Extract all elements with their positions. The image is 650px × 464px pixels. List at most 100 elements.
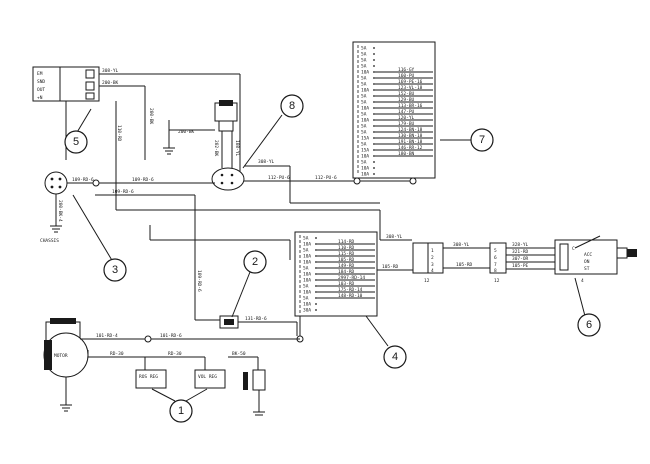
connector8-out-2: 112-PU-6 xyxy=(315,175,337,181)
switch5-wire-1: 200-BK xyxy=(102,80,119,86)
block7-pin-17: 15A xyxy=(361,148,369,154)
block4-pin-5: 5A xyxy=(303,266,309,272)
block7-pin-18: 10A xyxy=(361,154,369,160)
block4-wire-8: 103-RD xyxy=(338,281,355,287)
ground3-wire-0: 109-RD-6 xyxy=(72,177,94,183)
connectors12-in-1: 105-RD xyxy=(382,264,399,270)
block7-wire-13: 179-BU xyxy=(398,121,415,127)
block7-wire-16: 191-BN-18 xyxy=(398,139,423,145)
connector8-out-0: 308-YL xyxy=(258,159,275,165)
block4-wire-10: 148-RD-10 xyxy=(338,293,363,299)
svg-text:5: 5 xyxy=(73,136,79,148)
connector8-wire-v0: 202-BK xyxy=(213,140,219,157)
svg-text:4: 4 xyxy=(392,351,398,363)
block7-pin-15: 15A xyxy=(361,136,369,142)
callout-1: 1 xyxy=(169,399,193,423)
connector12b-pin-3: 8 xyxy=(494,268,497,274)
block7-pin-3: 5A xyxy=(361,64,367,70)
switch6-wire-3: 105-PE xyxy=(512,263,529,269)
fuse-label-1: VOL REG xyxy=(198,374,217,380)
connectors12-in-0: 308-YL xyxy=(386,234,403,240)
switch6-wire-0: 328-YL xyxy=(512,242,529,248)
block7-wire-15: 130-BN-18 xyxy=(398,133,423,139)
connector8-wire-v1: 108-YL xyxy=(234,140,240,157)
block4-pin-4: 10A xyxy=(303,260,311,266)
callout-2: 2 xyxy=(243,250,267,274)
block7-wire-10: 113-BR-16 xyxy=(398,103,423,109)
switch5-wire-0: 308-YL xyxy=(102,68,119,74)
callout-4: 4 xyxy=(383,345,407,369)
block7-pin-16: 5A xyxy=(361,142,367,148)
block4-pin-9: 10A xyxy=(303,290,311,296)
block7-pin-2: 5A xyxy=(361,58,367,64)
motor-label: MOTOR xyxy=(54,353,68,359)
connector12b-pin-1: 6 xyxy=(494,255,497,261)
block7-pin-5: 5A xyxy=(361,76,367,82)
block4-pin-10: 5A xyxy=(303,296,309,302)
ground3-chassis-label: CHASSIS xyxy=(40,238,59,244)
block4-wire-1: 114-RD xyxy=(338,239,355,245)
block7-pin-10: 10A xyxy=(361,106,369,112)
fuse-label-0: ROS REG xyxy=(139,374,158,380)
ground3-wire-1: 109-RD-6 xyxy=(132,177,154,183)
motor-wire-4: BK-50 xyxy=(232,351,246,357)
connector12a-pin-1: 2 xyxy=(431,255,434,261)
svg-text:8: 8 xyxy=(289,100,295,112)
block4-pin-1: 10A xyxy=(303,242,311,248)
block7-pin-12: 10A xyxy=(361,118,369,124)
connectors12-mid-1: 105-RD xyxy=(456,262,473,268)
block4-pin-6: 10A xyxy=(303,272,311,278)
block7-pin-8: 5A xyxy=(361,94,367,100)
ground3-wire-2: 109-RD-6 xyxy=(112,189,134,195)
block4-pin-12: 30A xyxy=(303,308,311,314)
block4-wire-9: 175-RD-14 xyxy=(338,287,363,293)
block7-pin-19: 5A xyxy=(361,160,367,166)
connectors12-mid-0: 308-YL xyxy=(453,242,470,248)
connector12b-label: 12 xyxy=(494,278,500,284)
block4-wires: 105-RD 308-YL xyxy=(296,234,413,343)
block4-wire-2: 110-RD xyxy=(338,245,355,251)
vertical-wire-0: 110-RD xyxy=(116,125,122,142)
callout-5: 5 xyxy=(64,130,88,154)
block4-pin-8: 5A xyxy=(303,284,309,290)
connector8-out-1: 112-PU-6 xyxy=(268,175,290,181)
block7-wire-8: 152-BU xyxy=(398,91,415,97)
connector12a-pin-3: 4 xyxy=(431,268,434,274)
motor-wire-0: 101-RD-4 xyxy=(96,333,118,339)
block4-wire-4: 105-RD xyxy=(338,257,355,263)
vertical-wire-2: 109-RD-6 xyxy=(196,270,202,292)
block4-wire-7: 2997-RD-14 xyxy=(338,275,365,281)
block4-pin-3: 10A xyxy=(303,254,311,260)
block7-pin-7: 10A xyxy=(361,88,369,94)
block4-pin-11: 10A xyxy=(303,302,311,308)
block7-pin-4: 10A xyxy=(361,70,369,76)
connector12a-label: 12 xyxy=(424,278,430,284)
block7-wire-11: 147-PU xyxy=(398,109,415,115)
svg-text:6: 6 xyxy=(586,319,592,331)
block7-wire-12: 120-YL xyxy=(398,115,415,121)
harness2-wire-0: 131-RD-6 xyxy=(245,316,267,322)
block7-pin-14: 5A xyxy=(361,130,367,136)
switch5-wires: 308-YL 200-BK 200-BK 110-RD 200-BK xyxy=(65,68,412,241)
callout-leaders xyxy=(72,108,586,402)
connectors-12: 1 2 3 4 12 308-YL 105-RD 5 6 7 8 12 328-… xyxy=(412,242,555,284)
block4-pin-2: 5A xyxy=(303,248,309,254)
switch5-pos-0: EM xyxy=(37,71,43,77)
switch6-pos-3: ST xyxy=(584,266,590,272)
block7-wire-17: 146-RR-12 xyxy=(398,145,423,151)
switch6-wire-2: 307-OR xyxy=(512,256,529,262)
connector12a-pin-0: 1 xyxy=(431,248,434,254)
block7-pin-21: 10A xyxy=(361,172,369,178)
harness-2: 131-RD-6 xyxy=(219,315,298,336)
block4-wire-6: 184-RD xyxy=(338,269,355,275)
motor-wire-1: 101-RD-6 xyxy=(160,333,182,339)
switch-5: EM SND OUT +N xyxy=(32,66,100,102)
block7-wire-18: 180-BN xyxy=(398,151,415,157)
motor-wire-2: RD-30 xyxy=(110,351,124,357)
block4-wire-3: 115-RD xyxy=(338,251,355,257)
callout-3: 3 xyxy=(103,258,127,282)
svg-text:2: 2 xyxy=(252,256,258,268)
